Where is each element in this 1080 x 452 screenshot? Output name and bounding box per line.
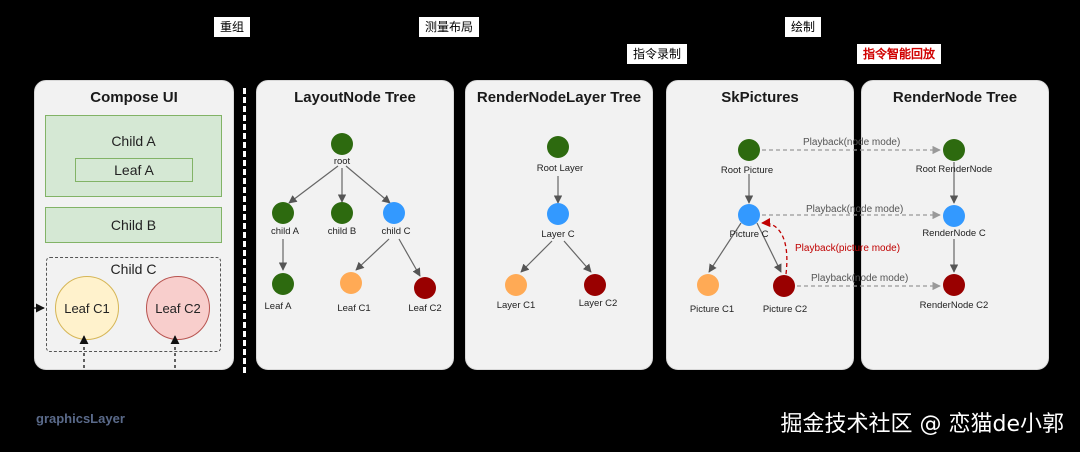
skpictures-panel: SkPictures [666,80,854,370]
stage-label-draw: 绘制 [785,17,822,37]
edge-childc-leafc2 [398,238,421,277]
playback-picture-mode-arrow [761,218,788,275]
compose-ui-title: Compose UI [90,89,178,106]
playback-node-mode-label-1: Playback(node mode) [803,137,900,148]
graphics-layer-label: graphicsLayer [36,411,125,426]
sk-picturec-label: Picture C [729,229,768,240]
layout-childb-label: child B [328,226,357,237]
rnl-rootlayer-label: Root Layer [537,163,583,174]
rnl-rootlayer-node [547,136,569,158]
rendernodelayer-tree-panel: RenderNodeLayer Tree [465,80,653,370]
rnl-layerc-node [547,203,569,225]
layout-childc-label: child C [381,226,410,237]
layout-leafc2-node [414,277,436,299]
layout-leafa-label: Leaf A [265,301,293,312]
edge-root-childa [288,165,339,204]
rn-root-label: Root RenderNode [916,164,993,175]
playback-node-mode-label-3: Playback(node mode) [811,273,908,284]
child-c-label: Child C [110,261,157,277]
layout-leafc1-label: Leaf C1 [337,303,370,314]
rnl-layerc2-node [584,274,606,296]
layout-leafc1-node [340,272,362,294]
edge-layerc-layerc2 [563,240,592,273]
edge-childc-leafc1 [355,238,390,271]
stage-label-smart-playback: 指令智能回放 [857,44,942,64]
child-c-box: Child C [46,257,221,352]
sk-picturec1-label: Picture C1 [690,304,734,315]
layout-leafa-node [272,273,294,295]
edge-picturec-picturec2 [756,222,782,273]
edge-root-childc [345,165,391,204]
sk-picturec2-node [773,275,795,297]
stage-label-recompose: 重组 [214,17,251,37]
sk-picturec1-node [697,274,719,296]
layoutnode-tree-panel: LayoutNode Tree [256,80,454,370]
layout-childc-node [383,202,405,224]
layout-root-label: root [334,156,351,167]
sk-picturec-node [738,204,760,226]
child-b-label: Child B [110,217,157,233]
rendernodelayer-tree-title: RenderNodeLayer Tree [476,89,642,106]
child-b-box: Child B [45,207,222,243]
rn-c-node [943,205,965,227]
layout-childa-label: child A [271,226,300,237]
edge-picturec-picturec1 [708,222,742,273]
sk-rootpicture-label: Root Picture [721,165,773,176]
leaf-c2-label: Leaf C2 [155,300,201,316]
rn-root-node [943,139,965,161]
stage-label-measure-layout: 测量布局 [419,17,480,37]
leaf-c1-label: Leaf C1 [64,300,110,316]
layout-leafc2-label: Leaf C2 [408,303,441,314]
skpictures-title: SkPictures [721,89,799,106]
child-a-label: Child A [111,133,156,149]
layoutnode-tree-title: LayoutNode Tree [294,89,416,106]
leaf-a-label: Leaf A [114,162,154,178]
rn-c2-node [943,274,965,296]
watermark: 掘金技术社区 @ 恋猫de小郭 [780,412,1065,437]
rnl-layerc1-node [505,274,527,296]
sk-rootpicture-node [738,139,760,161]
sk-picturec2-label: Picture C2 [763,304,807,315]
playback-picture-mode-label: Playback(picture mode) [795,243,900,254]
playback-node-mode-label-2: Playback(node mode) [806,204,903,215]
rnl-layerc1-label: Layer C1 [497,300,536,311]
rn-c2-label: RenderNode C2 [920,300,989,311]
rn-c-label: RenderNode C [922,228,986,239]
layout-root-node [331,133,353,155]
stage-divider [243,88,246,373]
leaf-c1-circle: Leaf C1 [55,276,119,340]
layout-childa-node [272,202,294,224]
rnl-layerc-label: Layer C [541,229,574,240]
leaf-c2-circle: Leaf C2 [146,276,210,340]
edge-layerc-layerc1 [520,240,553,273]
leaf-a-box: Leaf A [75,158,193,182]
rnl-layerc2-label: Layer C2 [579,298,618,309]
rendernode-tree-title: RenderNode Tree [892,89,1018,106]
stage-label-record: 指令录制 [627,44,688,64]
layout-childb-node [331,202,353,224]
child-a-box: Child A [45,115,222,197]
